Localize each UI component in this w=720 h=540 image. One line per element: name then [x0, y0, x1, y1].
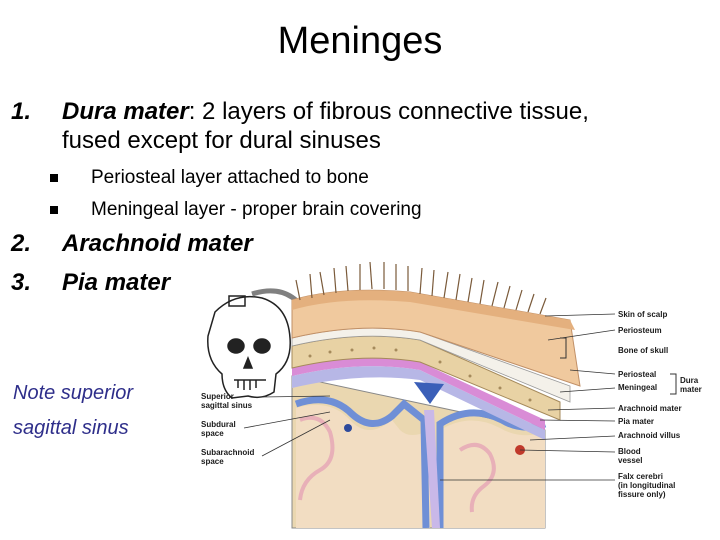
label-pia-mater: Pia mater — [618, 417, 655, 426]
label-bone-of-skull: Bone of skull — [618, 346, 669, 355]
dura-description: : 2 layers of fibrous connective tissue, — [188, 98, 589, 125]
list-item-3: 3. Pia mater — [0, 268, 400, 298]
term-arachnoid-mater: Arachnoid mater — [62, 230, 253, 257]
note-line-2: sagittal sinus — [13, 417, 129, 439]
list-number-2: 2. — [11, 230, 32, 257]
list-item-1: 1. Dura mater: 2 layers of fibrous conne… — [0, 97, 720, 157]
slide-title: Meninges — [277, 20, 443, 62]
label-arachnoid-villus: Arachnoid villus — [618, 431, 681, 440]
label-periosteum: Periosteum — [618, 326, 662, 335]
skull-icon — [207, 295, 291, 399]
note-line-1: Note superior — [13, 382, 134, 404]
label-skin-of-scalp: Skin of scalp — [618, 310, 668, 319]
term-dura-mater: Dura mater — [62, 98, 189, 125]
list-item-2: 2. Arachnoid mater — [0, 229, 720, 259]
bullet-square-2 — [50, 206, 58, 214]
term-pia-mater: Pia mater — [62, 269, 171, 296]
list-number-1: 1. — [11, 98, 32, 125]
sub-item-meningeal: Meningeal layer - proper brain covering — [91, 199, 422, 220]
dura-description-line2: fused except for dural sinuses — [62, 127, 381, 154]
label-periosteal: Periosteal — [618, 370, 657, 379]
bullet-square-1 — [50, 174, 58, 182]
list-number-3: 3. — [11, 269, 32, 296]
label-meningeal: Meningeal — [618, 383, 658, 392]
label-arachnoid-mater: Arachnoid mater — [618, 404, 682, 413]
sub-item-periosteal: Periosteal layer attached to bone — [91, 167, 369, 188]
